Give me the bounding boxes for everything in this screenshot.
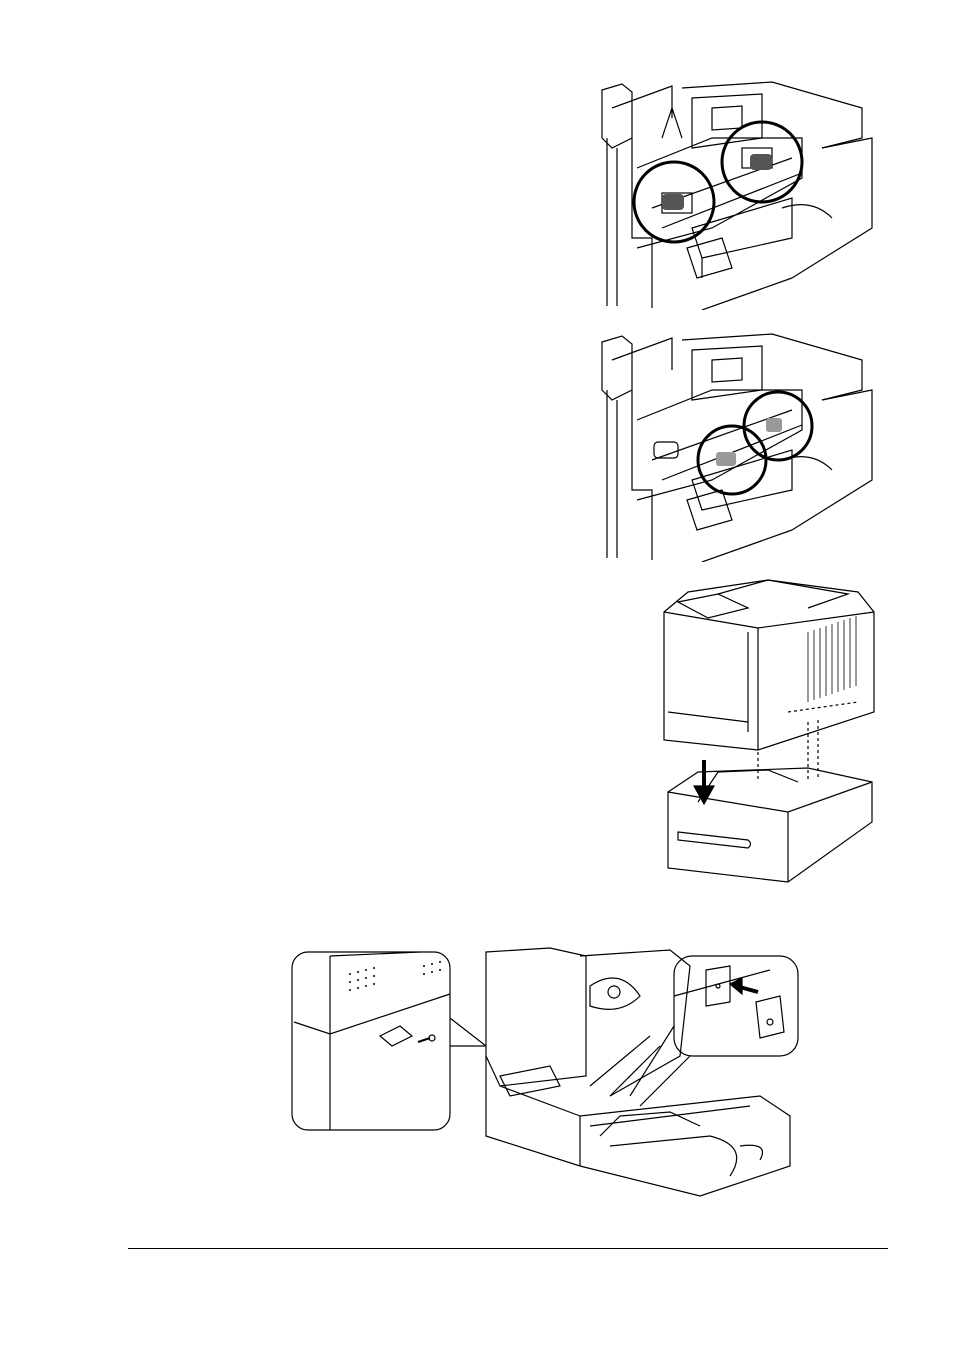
tray-rollers-illustration-1: [592, 78, 882, 310]
insert-arrow-icon: [730, 978, 758, 994]
footer-rule: [128, 1248, 888, 1249]
tray-rollers-illustration-2: [592, 330, 882, 562]
tray-installation-detail-illustration: [290, 946, 800, 1200]
printer-on-tray-illustration: [658, 572, 880, 884]
